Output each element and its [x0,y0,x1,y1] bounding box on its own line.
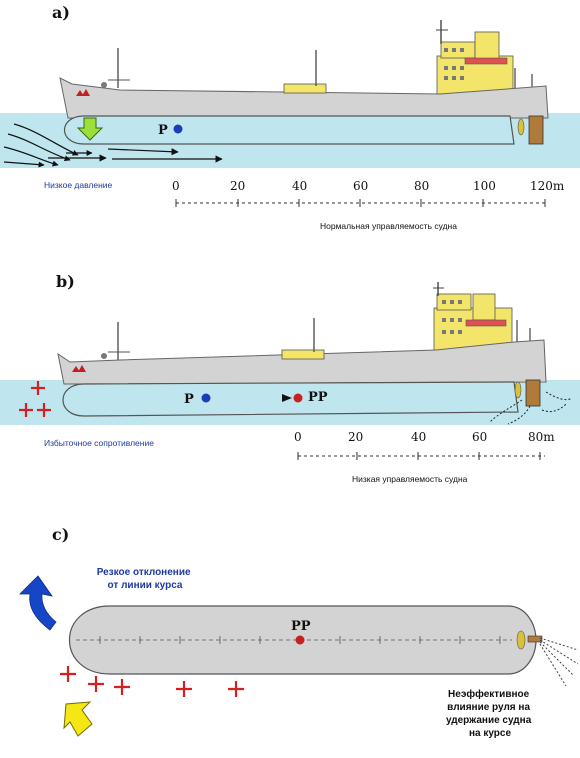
scale-label-a: 120m [530,179,565,193]
pressure-plus-signs-c [60,666,244,697]
plus-sign [228,681,244,697]
green-down-arrow-icon [76,117,104,141]
propeller-a [517,118,525,136]
deviation-note: Резкое отклонение от линии курса [97,567,194,591]
panel-c-label: c) [52,525,69,544]
plus-sign [114,679,130,695]
hull-lower-a [64,115,515,145]
scale-label-a: 100 [473,179,496,193]
point-p-marker-a [173,124,183,134]
superstructure-b [433,282,531,351]
scale-label-b: 20 [348,430,363,444]
hull-upper-b [57,339,547,385]
rudder-note-line: Неэффективное [448,688,530,700]
plus-sign [19,403,33,417]
hull-lower-b [62,381,519,417]
rudder-c [527,635,543,643]
centerline-c [76,636,512,644]
panel-c: c) Резкое отклонение от линии курса PP [19,525,579,739]
plus-sign [60,666,76,682]
point-p-label-b: P [184,392,194,407]
scale-label-a: 60 [353,179,368,193]
disturbed-flow-b [489,391,573,425]
propeller-b [514,381,522,399]
deviation-note-line: Резкое отклонение [97,567,191,578]
point-pp-label-c: PP [291,619,311,634]
scale-labels-a: 0 20 40 60 80 100 120m [172,179,565,193]
rudder-a [528,115,544,145]
deviation-arrow-icon [19,575,57,631]
excess-resistance-note: Избыточное сопротивление [44,438,154,448]
rudder-note-line: на курсе [469,728,511,739]
scale-label-b: 0 [294,430,302,444]
propeller-c [516,630,526,650]
plus-sign [176,681,192,697]
panel-b-label: b) [56,272,75,291]
rudder-note-line: влияние руля на [447,702,530,713]
point-pp-marker-b [293,393,303,403]
flow-lines-a [3,123,223,168]
plus-sign [88,676,104,692]
caption-a: Нормальная управляемость судна [320,221,457,231]
scale-label-b: 40 [411,430,426,444]
pressure-plus-signs-b [19,381,51,417]
caption-b: Низкая управляемость судна [352,474,468,484]
panel-b: b) [0,272,580,484]
scale-label-a: 20 [230,179,245,193]
propeller-wash-c [539,637,579,687]
scale-bar-a [175,199,546,207]
panel-a: a) [0,3,580,231]
point-p-marker-b [201,393,211,403]
low-pressure-note: Низкое давление [44,180,113,190]
push-arrow-icon [63,701,93,737]
rudder-b [525,379,541,407]
scale-label-a: 40 [292,179,307,193]
scale-label-b: 60 [472,430,487,444]
scale-label-a: 80 [414,179,429,193]
point-p-label-a: P [158,123,168,138]
point-pp-label-b: PP [308,390,328,405]
superstructure-a [436,20,533,97]
scale-label-b: 80m [528,430,555,444]
deviation-note-line: от линии курса [108,580,183,591]
hatch-a [283,83,327,94]
scale-label-a: 0 [172,179,180,193]
rudder-note: Неэффективное влияние руля на удержание … [446,688,534,739]
scale-bar-b [297,452,545,460]
panel-a-label: a) [52,3,70,22]
rudder-note-line: удержание судна [446,715,532,726]
shift-arrow-icon [282,394,292,402]
plus-sign [37,403,51,417]
hatch-b [281,349,325,360]
point-pp-marker-c [295,635,305,645]
scale-labels-b: 0 20 40 60 80m [294,430,555,444]
plus-sign [31,381,45,395]
